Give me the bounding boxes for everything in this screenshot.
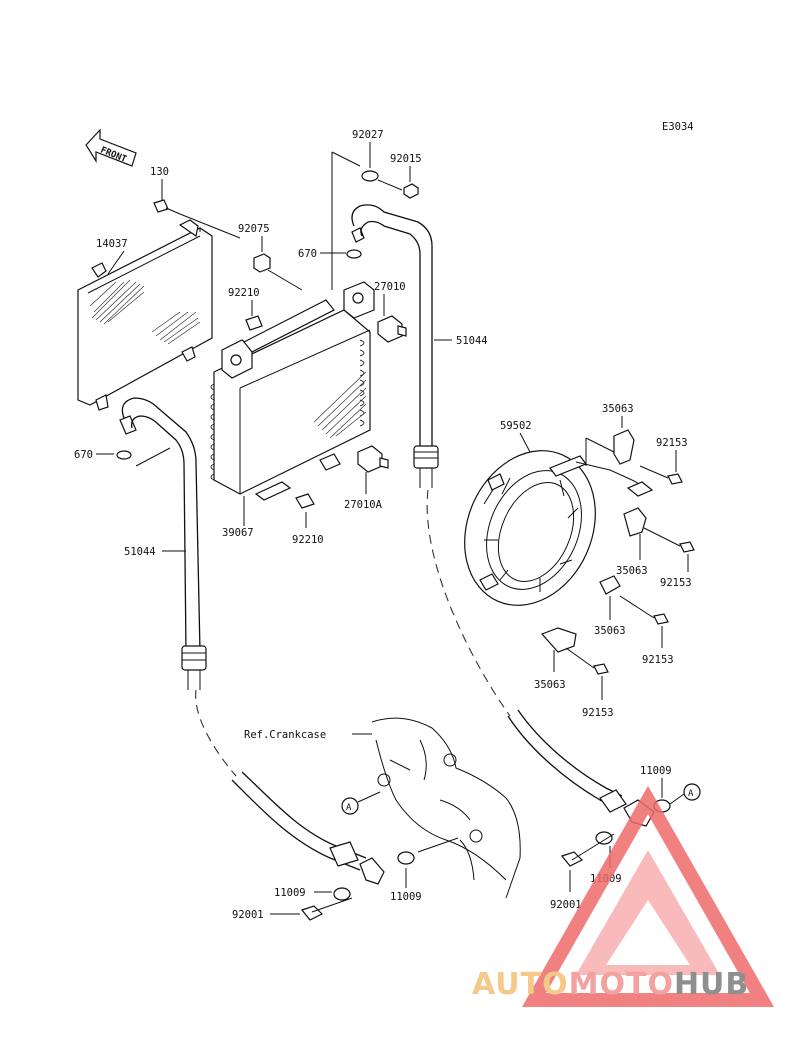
callout-11009-l1: 11009 — [274, 887, 306, 899]
callout-92153-d: 92153 — [582, 707, 614, 719]
callout-92001-left: 92001 — [232, 909, 264, 921]
grommet-92075 — [253, 253, 271, 273]
watermark-moto: MOTO — [569, 967, 674, 1002]
switch-27010 — [377, 315, 407, 343]
callout-670-left: 670 — [74, 449, 93, 461]
callout-92153-b: 92153 — [660, 577, 692, 589]
bracket-35063-b — [623, 507, 647, 537]
oil-hose-left — [119, 397, 207, 690]
callout-14037: 14037 — [96, 238, 128, 250]
fan-shroud — [464, 450, 654, 606]
oil-cooler — [210, 281, 375, 501]
callout-92210-bottom: 92210 — [292, 534, 324, 546]
automotohub-watermark — [521, 785, 775, 1007]
collar-92210-top — [245, 315, 263, 331]
callout-670-top: 670 — [298, 248, 317, 260]
callout-27010: 27010 — [374, 281, 406, 293]
bolt-130 — [153, 199, 181, 215]
bolt-92001-left — [300, 905, 324, 921]
diagram-code: E3034 — [662, 121, 694, 133]
callout-59502: 59502 — [500, 420, 532, 432]
callout-51044-left: 51044 — [124, 546, 156, 558]
marker-a-right-label: A — [688, 789, 694, 799]
oil-hose-right — [351, 204, 439, 488]
washer-11009-br — [595, 831, 613, 845]
callout-11009-l2: 11009 — [390, 891, 422, 903]
crankcase-outline — [371, 717, 521, 899]
callout-51044-right: 51044 — [456, 335, 488, 347]
callout-92153-c: 92153 — [642, 654, 674, 666]
bracket-35063-d — [540, 627, 577, 653]
washer-11009-l2 — [397, 851, 415, 865]
callout-35063-d: 35063 — [534, 679, 566, 691]
callout-27010a: 27010A — [344, 499, 383, 511]
front-arrow-icon: FRONT — [85, 128, 137, 167]
bolt-92153-a — [667, 473, 683, 485]
callout-92001-right: 92001 — [550, 899, 582, 911]
watermark-hub: HUB — [674, 967, 749, 1002]
ref-crankcase-label: Ref.Crankcase — [244, 729, 326, 741]
o-ring-670-left — [116, 450, 132, 460]
watermark-logo-text: AUTOMOTOHUB — [472, 967, 749, 1002]
callout-11009-tr: 11009 — [640, 765, 672, 777]
callout-92015: 92015 — [390, 153, 422, 165]
callout-92027: 92027 — [352, 129, 384, 141]
radiator-screen — [77, 219, 213, 411]
callout-35063-c: 35063 — [594, 625, 626, 637]
bracket-35063-c — [599, 575, 621, 595]
callout-35063-b: 35063 — [616, 565, 648, 577]
hose-route-right — [426, 489, 511, 717]
washer-11009-l1 — [333, 887, 351, 901]
watermark-auto: AUTO — [472, 967, 569, 1002]
hose-route-left — [195, 689, 237, 777]
callout-92075: 92075 — [238, 223, 270, 235]
washer-92027 — [361, 170, 379, 182]
watermark-triangle-icon — [521, 785, 775, 1007]
switch-27010a — [357, 445, 389, 473]
callout-39067: 39067 — [222, 527, 254, 539]
callout-92210-top: 92210 — [228, 287, 260, 299]
o-ring-670-top — [346, 249, 362, 259]
marker-a-right — [683, 783, 701, 801]
lower-hose-left — [231, 771, 385, 885]
collar-92210-bottom — [295, 493, 315, 509]
bracket-35063-a — [613, 429, 635, 465]
marker-a-left — [341, 797, 359, 815]
callout-130: 130 — [150, 166, 169, 178]
marker-a-left-label: A — [346, 803, 352, 813]
callout-92153-a: 92153 — [656, 437, 688, 449]
nut-92015 — [403, 183, 419, 199]
callout-35063-a: 35063 — [602, 403, 634, 415]
bolt-92153-c — [653, 613, 669, 625]
bolt-92153-b — [679, 541, 695, 553]
bolt-92001-right — [560, 851, 584, 867]
lower-hose-right — [507, 709, 655, 827]
bolt-92153-d — [593, 663, 609, 675]
